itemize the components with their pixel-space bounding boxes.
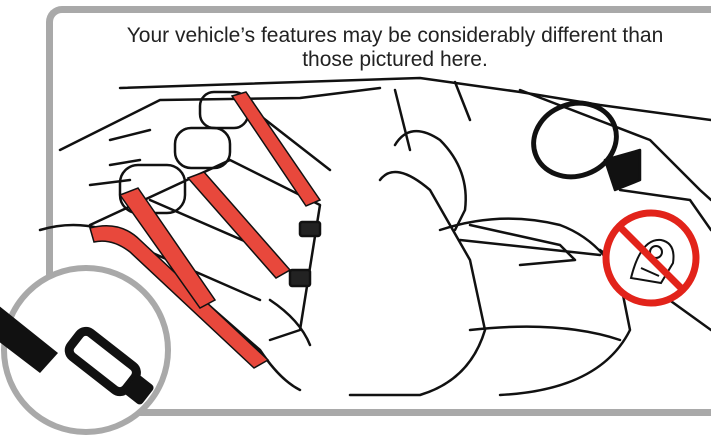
rear-buckle-right bbox=[300, 222, 320, 236]
front-headrest bbox=[395, 131, 466, 230]
belt-center-upper bbox=[188, 172, 290, 278]
center-console bbox=[470, 225, 575, 265]
belt-right bbox=[232, 92, 320, 206]
rear-window-line bbox=[60, 88, 380, 150]
rear-headrest-middle bbox=[175, 128, 230, 168]
no-airbag-child-seat-icon bbox=[601, 208, 701, 308]
seat-belt-buckle-icon bbox=[0, 255, 188, 435]
rear-buckle-center bbox=[290, 270, 310, 286]
